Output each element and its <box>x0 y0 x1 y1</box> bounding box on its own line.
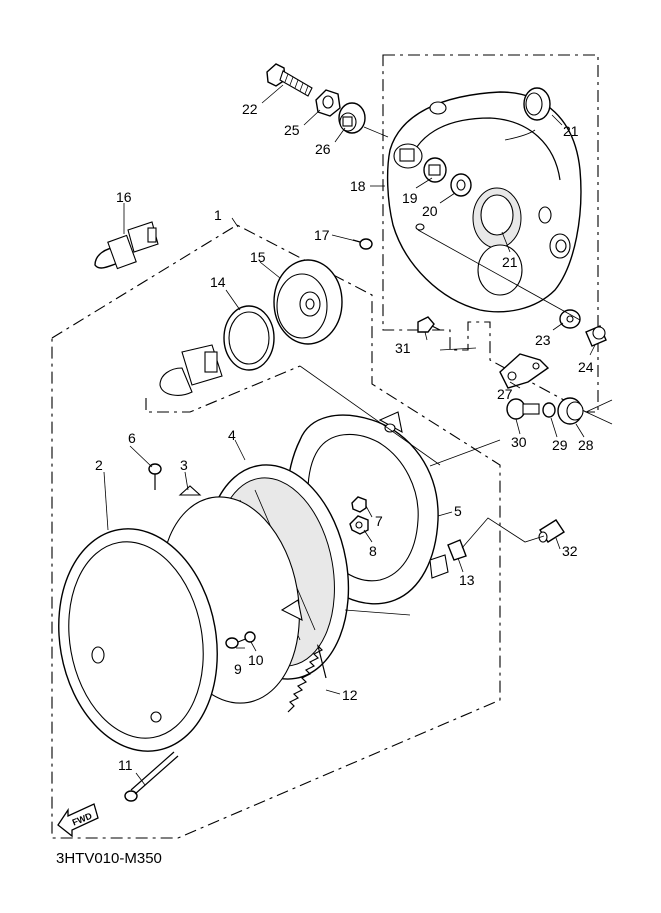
callout-6: 6 <box>128 430 136 446</box>
part-19-grommet <box>423 157 447 183</box>
callout-8: 8 <box>369 543 377 559</box>
part-15-socket-cover <box>273 259 343 345</box>
callout-26: 26 <box>315 141 331 157</box>
callout-18: 18 <box>350 178 366 194</box>
part-7-nut <box>351 496 367 513</box>
callout-29: 29 <box>552 437 568 453</box>
callout-4: 4 <box>228 427 236 443</box>
part-10-washer <box>244 631 256 643</box>
part-31-bolt <box>417 316 441 333</box>
part-22-bolt <box>266 63 313 97</box>
callout-16: 16 <box>116 189 132 205</box>
part-13-bracket <box>447 539 467 561</box>
callout-32: 32 <box>562 543 578 559</box>
callout-2: 2 <box>95 457 103 473</box>
diagram-code: 3HTV010-M350 <box>56 850 162 867</box>
callout-21-mid: 21 <box>502 254 518 270</box>
callout-20: 20 <box>422 203 438 219</box>
callout-labels: 22 25 26 21 18 19 20 21 17 16 1 15 14 31… <box>95 101 594 773</box>
callout-13: 13 <box>459 572 475 588</box>
callout-19: 19 <box>402 190 418 206</box>
callout-10: 10 <box>248 652 264 668</box>
part-8-nut <box>349 515 369 535</box>
part-17-screw <box>352 238 373 250</box>
callout-23: 23 <box>535 332 551 348</box>
callout-12: 12 <box>342 687 358 703</box>
part-27-bracket <box>499 353 550 389</box>
part-30-bolt <box>506 398 540 420</box>
callout-7: 7 <box>375 513 383 529</box>
part-32-pin <box>538 519 565 543</box>
bulb-group-outline <box>145 365 301 413</box>
part-21-grommet-top <box>523 87 551 121</box>
part-29-collar <box>542 402 556 418</box>
callout-25: 25 <box>284 122 300 138</box>
callout-21-top: 21 <box>563 123 579 139</box>
part-23-washer <box>559 309 581 329</box>
part-11-screw <box>124 751 179 802</box>
callout-27: 27 <box>497 386 513 402</box>
callout-22: 22 <box>242 101 258 117</box>
part-2-headlight-rim <box>58 528 218 752</box>
callout-28: 28 <box>578 437 594 453</box>
part-25-nut <box>315 89 341 117</box>
part-24-collar <box>585 325 607 347</box>
callout-30: 30 <box>511 434 527 450</box>
part-28-grommet <box>557 397 584 425</box>
inner-bulb <box>159 344 223 396</box>
callout-11: 11 <box>118 757 133 773</box>
callout-14: 14 <box>210 274 226 290</box>
callout-1: 1 <box>214 207 222 223</box>
callout-31: 31 <box>395 340 411 356</box>
part-16-bulb <box>94 221 159 270</box>
part-20-grommet <box>450 173 472 197</box>
part-12-spring <box>287 644 327 713</box>
callout-5: 5 <box>454 503 462 519</box>
lens-unit-group-outline <box>51 224 501 839</box>
forward-arrow-icon: FWD <box>57 803 99 838</box>
callout-15: 15 <box>250 249 266 265</box>
callout-17: 17 <box>314 227 330 243</box>
part-26-grommet <box>338 102 366 134</box>
part-14-ring <box>223 305 275 371</box>
part-18-headlight-housing <box>386 91 582 313</box>
part-9-screw <box>225 637 249 649</box>
part-6-screw <box>148 463 162 490</box>
leader-lines <box>103 84 596 786</box>
callout-3: 3 <box>180 457 188 473</box>
callout-9: 9 <box>234 661 242 677</box>
callout-24: 24 <box>578 359 594 375</box>
